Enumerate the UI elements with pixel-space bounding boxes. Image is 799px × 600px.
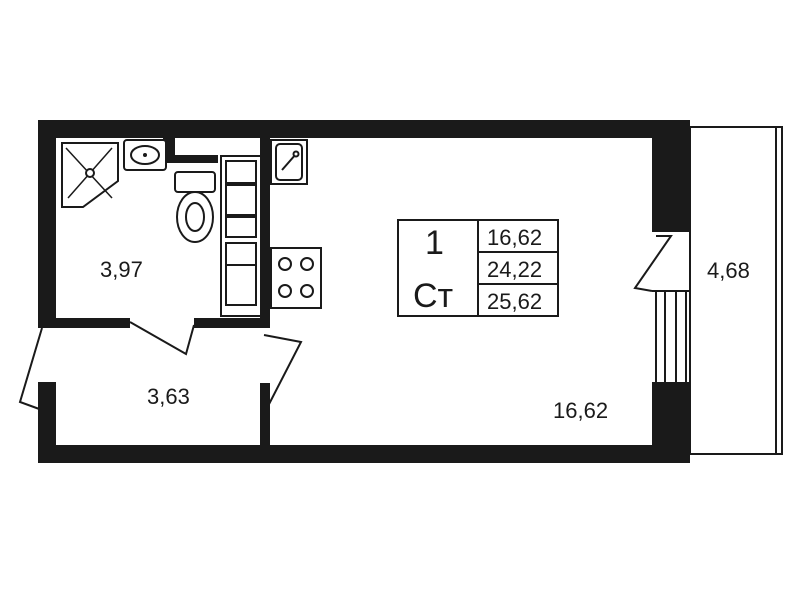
kitchen-cabinet-icon xyxy=(220,155,262,317)
info-living-area: 16,62 xyxy=(487,225,542,250)
outer-walls xyxy=(38,120,690,463)
apartment-type: Ст xyxy=(413,277,453,315)
bathroom-door-icon xyxy=(129,321,195,356)
toilet-icon xyxy=(174,171,216,243)
hallway-area-label: 3,63 xyxy=(147,384,190,409)
info-box: 1 Ст 16,62 24,22 25,62 xyxy=(397,219,559,317)
washbasin-icon xyxy=(123,139,167,171)
balcony-area-label: 4,68 xyxy=(707,258,750,283)
bathroom-area-label: 3,97 xyxy=(100,257,143,282)
balcony xyxy=(689,126,783,455)
living-door-icon xyxy=(263,334,303,411)
window-icon xyxy=(652,290,690,385)
living-area-label: 16,62 xyxy=(553,398,608,423)
stove-icon xyxy=(270,247,322,309)
room-count: 1 xyxy=(425,224,444,262)
shower-icon xyxy=(61,142,119,208)
info-total-area: 24,22 xyxy=(487,257,542,282)
entrance-door-icon xyxy=(18,327,43,411)
kitchen-sink-icon xyxy=(270,139,308,185)
balcony-door-icon xyxy=(633,235,673,292)
info-total-area-with-balcony: 25,62 xyxy=(487,289,542,314)
